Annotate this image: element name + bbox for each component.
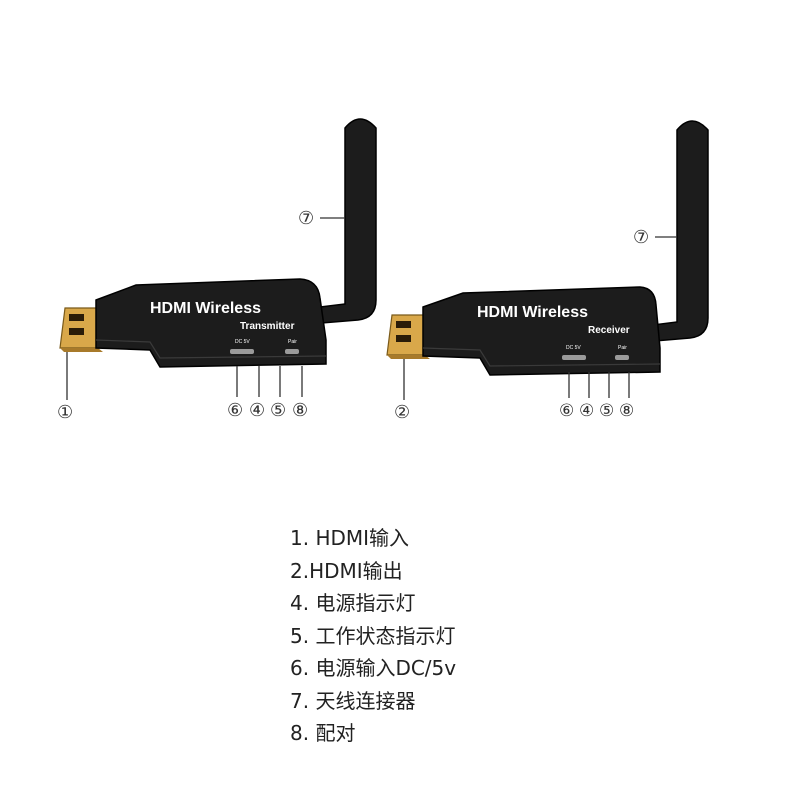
receiver-dc-label: DC 5V bbox=[566, 345, 581, 351]
transmitter-pair-callout: ⑧ bbox=[292, 400, 308, 421]
receiver-power-led-callout: ④ bbox=[579, 401, 594, 421]
receiver-hdmi-connector bbox=[386, 314, 430, 359]
receiver-dc-port bbox=[562, 355, 586, 360]
receiver-subtitle: Receiver bbox=[588, 325, 630, 336]
transmitter-dc-port bbox=[230, 349, 254, 354]
transmitter-status-led-callout: ⑤ bbox=[270, 400, 286, 421]
transmitter-body bbox=[95, 278, 327, 368]
receiver-pair-label: Pair bbox=[618, 345, 627, 351]
receiver-dc-callout: ⑥ bbox=[559, 401, 574, 421]
legend-item-antenna-connector: 7. 天线连接器 bbox=[290, 688, 416, 713]
receiver-antenna bbox=[652, 120, 709, 342]
transmitter-device: HDMI Wireless Transmitter DC 5V Pair ① ⑦… bbox=[57, 118, 377, 423]
transmitter-dc-label: DC 5V bbox=[235, 339, 250, 345]
transmitter-connector-callout: ① bbox=[57, 402, 73, 423]
receiver-pair-button bbox=[615, 355, 629, 360]
receiver-device: HDMI Wireless Receiver DC 5V Pair ② ⑦ ⑥ … bbox=[386, 120, 709, 423]
transmitter-title: HDMI Wireless bbox=[150, 300, 261, 317]
legend: 1. HDMI输入 2.HDMI输出 4. 电源指示灯 5. 工作状态指示灯 6… bbox=[290, 522, 690, 750]
transmitter-dc-callout: ⑥ bbox=[227, 400, 243, 421]
transmitter-power-led-callout: ④ bbox=[249, 400, 265, 421]
transmitter-hdmi-connector bbox=[59, 307, 103, 352]
receiver-status-led-callout: ⑤ bbox=[599, 401, 614, 421]
transmitter-pair-label: Pair bbox=[288, 339, 297, 345]
legend-item-pairing: 8. 配对 bbox=[290, 721, 356, 745]
legend-item-power-led: 4. 电源指示灯 bbox=[290, 591, 416, 615]
transmitter-pair-button bbox=[285, 349, 299, 354]
legend-item-power-input: 6. 电源输入DC/5v bbox=[290, 656, 457, 680]
receiver-connector-callout: ② bbox=[394, 402, 410, 423]
transmitter-antenna bbox=[319, 118, 377, 324]
legend-item-status-led: 5. 工作状态指示灯 bbox=[290, 623, 456, 648]
legend-item-hdmi-input: 1. HDMI输入 bbox=[290, 526, 410, 550]
receiver-antenna-callout: ⑦ bbox=[633, 227, 649, 248]
receiver-title: HDMI Wireless bbox=[477, 304, 588, 321]
receiver-pair-callout: ⑧ bbox=[619, 401, 634, 421]
legend-item-hdmi-output: 2.HDMI输出 bbox=[290, 558, 403, 583]
transmitter-subtitle: Transmitter bbox=[240, 321, 295, 332]
transmitter-antenna-callout: ⑦ bbox=[298, 208, 314, 229]
